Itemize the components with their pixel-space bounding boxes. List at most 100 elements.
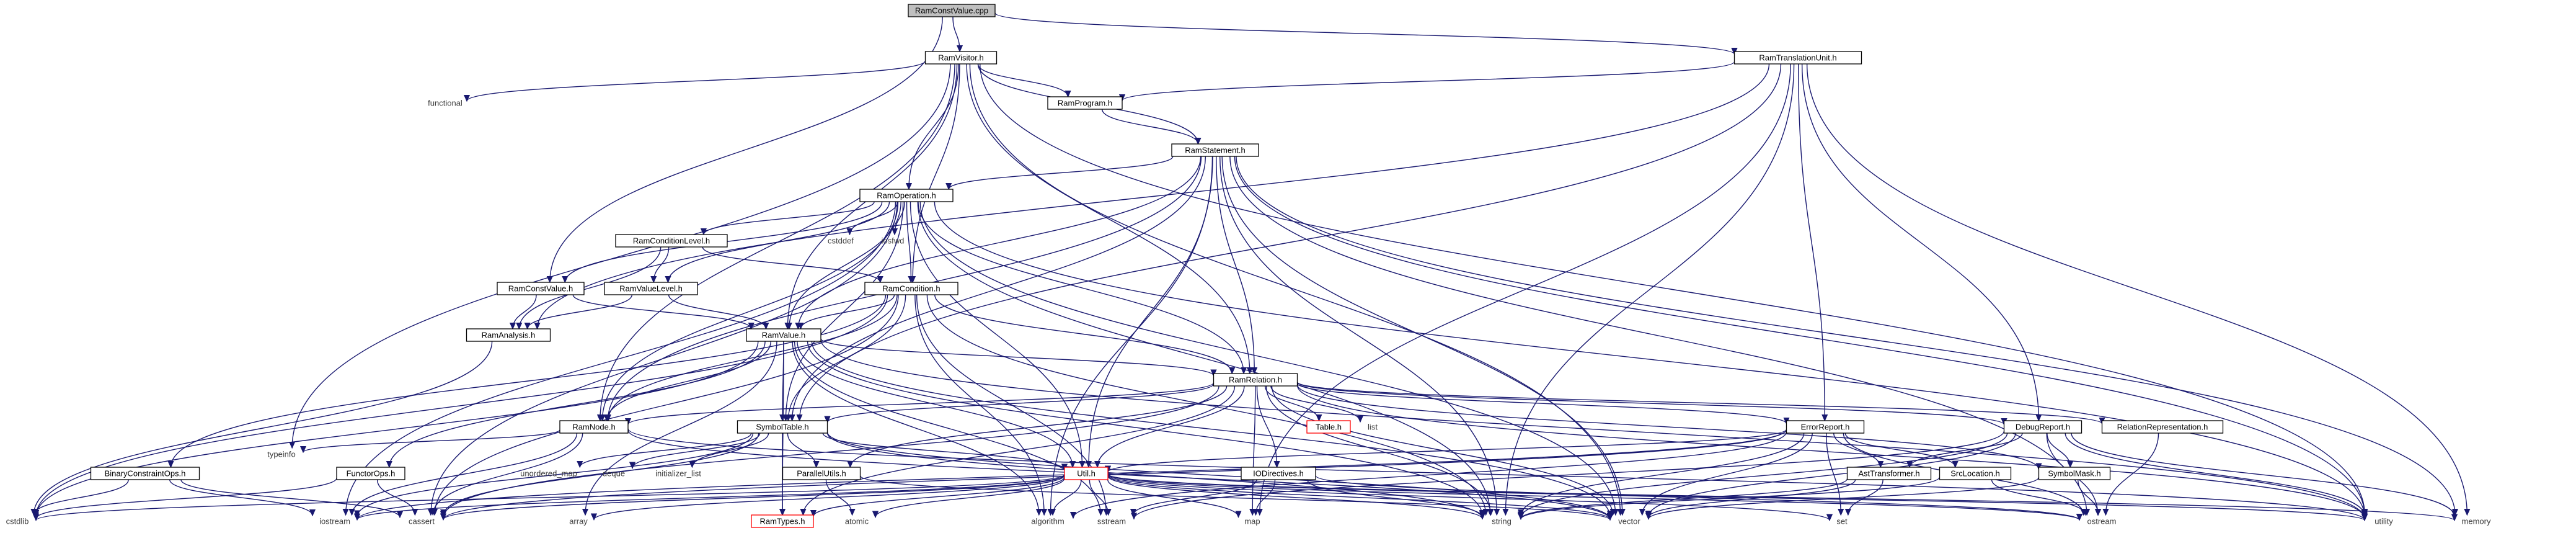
- edge-util-to-iostream: [357, 474, 1065, 519]
- edge-errorreport-to-cassert: [443, 429, 1787, 519]
- node-condlevel[interactable]: RamConditionLevel.h: [615, 234, 728, 248]
- node-statement[interactable]: RamStatement.h: [1171, 143, 1259, 157]
- node-constvalue-box: [497, 282, 585, 295]
- node-functorops-label: FunctorOps.h: [347, 468, 396, 478]
- node-sstream-label: sstream: [1097, 516, 1126, 526]
- node-relrep[interactable]: RelationRepresentation.h: [2101, 420, 2224, 434]
- edge-value-to-functorops: [389, 341, 766, 467]
- edge-util-to-sstream: [1089, 479, 1108, 515]
- node-array: array: [569, 516, 588, 526]
- edge-layer: [33, 12, 2467, 521]
- edge-relation-to-relrep: [1296, 381, 2102, 424]
- node-constvalue-label: RamConstValue.h: [508, 284, 573, 293]
- node-util-label: Util.h: [1077, 468, 1095, 478]
- node-value[interactable]: RamValue.h: [746, 328, 821, 342]
- node-array-label: array: [569, 516, 588, 526]
- node-typeinfo: typeinfo: [267, 449, 296, 459]
- edge-valuelevel-to-analysis: [528, 294, 633, 329]
- edge-operation-to-util: [910, 201, 1082, 467]
- node-functorops-box: [336, 467, 405, 480]
- node-map: map: [1244, 516, 1260, 526]
- node-relation-box: [1213, 373, 1298, 387]
- node-analysis-box: [466, 328, 551, 342]
- node-memory: memory: [2462, 516, 2491, 526]
- node-transunit[interactable]: RamTranslationUnit.h: [1733, 51, 1862, 65]
- edge-util-to-utility: [1107, 473, 2365, 521]
- node-iodirectives-box: [1241, 467, 1316, 480]
- node-parallelutils[interactable]: ParallelUtils.h: [782, 467, 861, 480]
- node-valuelevel[interactable]: RamValueLevel.h: [604, 282, 698, 295]
- edge-operation-to-condlevel: [704, 201, 875, 235]
- node-binconst-label: BinaryConstraintOps.h: [105, 468, 186, 478]
- node-debugreport[interactable]: DebugReport.h: [2003, 420, 2082, 434]
- node-operation[interactable]: RamOperation.h: [859, 189, 954, 202]
- node-iostream: iostream: [319, 516, 350, 526]
- node-unordered_map-label: unordered_map: [520, 468, 577, 478]
- edge-statement-to-algorithm: [1051, 156, 1213, 515]
- node-symboltable[interactable]: SymbolTable.h: [737, 420, 828, 434]
- node-iosfwd: iosfwd: [882, 236, 905, 245]
- node-table-label: Table.h: [1316, 422, 1342, 431]
- node-deque-label: deque: [603, 468, 625, 478]
- node-program-box: [1047, 96, 1123, 110]
- node-operation-label: RamOperation.h: [877, 190, 936, 200]
- node-unordered_map: unordered_map: [520, 468, 577, 478]
- node-errorreport-box: [1786, 420, 1865, 434]
- node-analysis[interactable]: RamAnalysis.h: [466, 328, 551, 342]
- node-asttransformer-label: AstTransformer.h: [1858, 468, 1919, 478]
- node-binconst[interactable]: BinaryConstraintOps.h: [90, 467, 200, 480]
- edge-statement-to-operation: [949, 156, 1174, 189]
- node-iodirectives[interactable]: IODirectives.h: [1241, 467, 1316, 480]
- node-node[interactable]: RamNode.h: [559, 420, 629, 434]
- edge-value-to-vector: [811, 341, 1610, 517]
- edge-condition-to-binconst: [170, 294, 887, 467]
- node-table[interactable]: Table.h: [1306, 420, 1351, 434]
- node-relation[interactable]: RamRelation.h: [1213, 373, 1298, 387]
- node-asttransformer[interactable]: AstTransformer.h: [1846, 467, 1932, 480]
- node-program[interactable]: RamProgram.h: [1047, 96, 1123, 110]
- edge-operation-to-iostream: [346, 201, 896, 515]
- edge-relation-to-utility: [1296, 385, 2365, 519]
- node-operation-box: [859, 189, 954, 202]
- node-constvalue[interactable]: RamConstValue.h: [497, 282, 585, 295]
- edge-util-to-ostream: [1107, 474, 2079, 521]
- edge-constvalue-to-value: [572, 294, 751, 329]
- node-functorops[interactable]: FunctorOps.h: [336, 467, 405, 480]
- node-initializer_list: initializer_list: [655, 468, 701, 478]
- node-util[interactable]: Util.h: [1064, 467, 1109, 480]
- node-ramtypes-label: RamTypes.h: [760, 516, 805, 526]
- edge-util-to-string: [1107, 475, 1482, 519]
- edge-value-to-util: [797, 341, 1073, 467]
- node-cassert-label: cassert: [409, 516, 435, 526]
- node-memory-label: memory: [2462, 516, 2491, 526]
- edge-util-to-atomic: [875, 478, 1065, 517]
- edge-condlevel-to-condition: [702, 246, 880, 282]
- node-transunit-box: [1733, 51, 1862, 65]
- edge-visitor-to-utility: [980, 63, 2365, 515]
- edge-symboltable-to-parallelutils: [787, 432, 816, 467]
- node-sstream: sstream: [1097, 516, 1126, 526]
- node-cstdlib-label: cstdlib: [6, 516, 29, 526]
- edge-analysis-to-cstdlib: [33, 341, 493, 515]
- node-symbolmask[interactable]: SymbolMask.h: [2038, 467, 2111, 480]
- edge-relation-to-util: [1097, 385, 1245, 467]
- edge-visitor-to-functional: [467, 60, 926, 101]
- node-ramtypes[interactable]: RamTypes.h: [751, 514, 814, 528]
- node-condition[interactable]: RamCondition.h: [864, 282, 958, 295]
- node-relrep-box: [2101, 420, 2224, 434]
- node-errorreport[interactable]: ErrorReport.h: [1786, 420, 1865, 434]
- edge-operation-to-iosfwd: [895, 201, 905, 235]
- node-valuelevel-label: RamValueLevel.h: [619, 284, 683, 293]
- edge-debugreport-to-string: [1521, 432, 2008, 518]
- edge-util-to-cassert: [443, 474, 1065, 520]
- edge-statement-to-memory: [1236, 156, 2455, 515]
- node-valuelevel-box: [604, 282, 698, 295]
- node-root[interactable]: RamConstValue.cpp: [908, 4, 996, 17]
- node-srclocation[interactable]: SrcLocation.h: [1939, 467, 2012, 480]
- edge-symboltable-to-vector: [826, 431, 1611, 519]
- node-algorithm-label: algorithm: [1031, 516, 1064, 526]
- edge-relation-to-symbolmask: [1296, 384, 2039, 470]
- edge-relation-to-symboltable: [828, 383, 1215, 423]
- node-visitor[interactable]: RamVisitor.h: [924, 51, 998, 65]
- edge-operation-to-utility: [934, 201, 2365, 517]
